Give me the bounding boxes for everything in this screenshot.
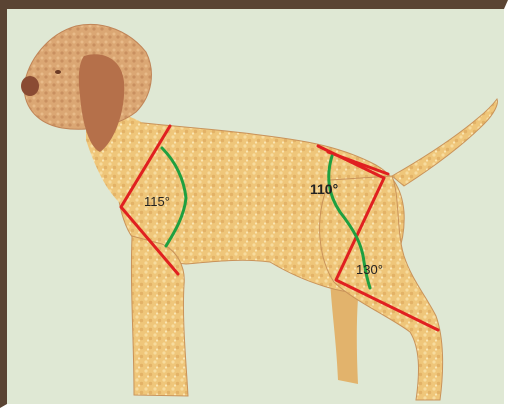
dog-nose (21, 76, 39, 96)
stifle-angle-label: 130° (356, 262, 383, 277)
dog-eye (55, 70, 61, 74)
dog-tail (392, 99, 497, 186)
shoulder-angle-label: 115° (144, 194, 170, 209)
hip-angle-label: 110° (310, 181, 338, 197)
dog-near-front-leg (131, 236, 188, 396)
